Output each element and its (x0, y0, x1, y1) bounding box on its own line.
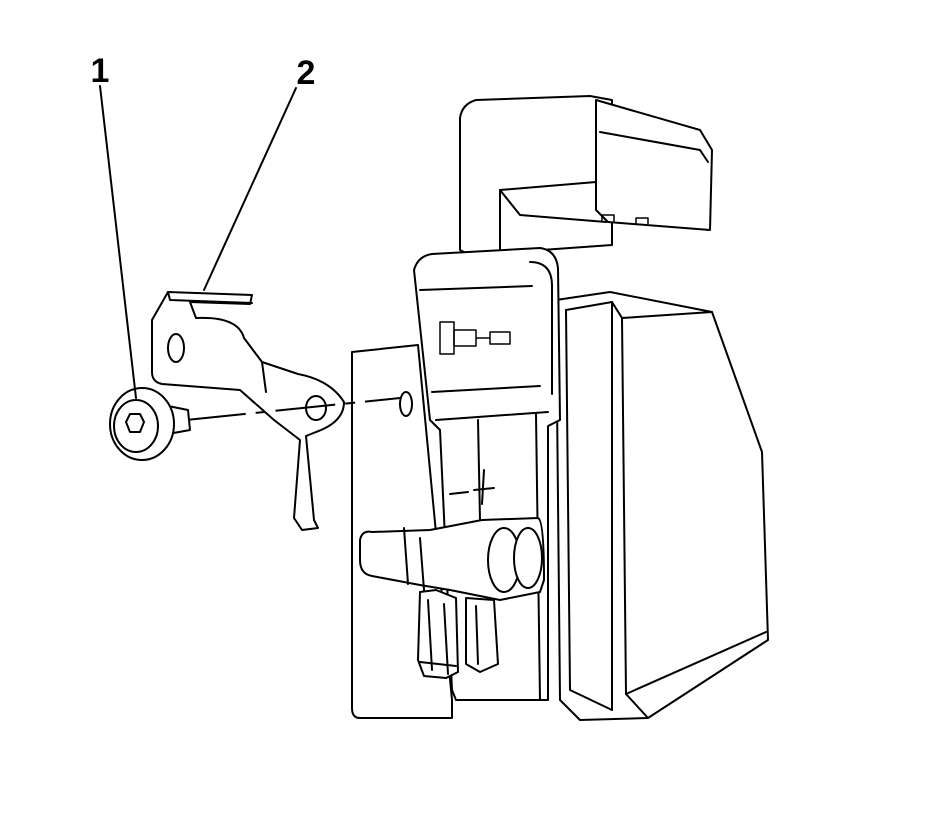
top-connector (595, 99, 713, 231)
callout-1: 1 (91, 52, 110, 90)
mounting-hole (399, 391, 413, 417)
alignment-dashed-line (185, 397, 401, 421)
connector-symbol-icon (439, 321, 511, 355)
right-housing (555, 291, 769, 721)
bracket-hole (167, 333, 185, 363)
torx-socket-icon (125, 413, 145, 433)
module-assembly (351, 95, 769, 721)
leader-line-1 (99, 85, 137, 399)
bolt-head (109, 387, 175, 461)
upper-housing (459, 95, 613, 256)
bolt (109, 387, 191, 461)
leader-line-2 (203, 87, 297, 291)
callout-2: 2 (297, 54, 316, 92)
alignment-mark (449, 469, 495, 505)
bracket-plate (151, 291, 345, 531)
